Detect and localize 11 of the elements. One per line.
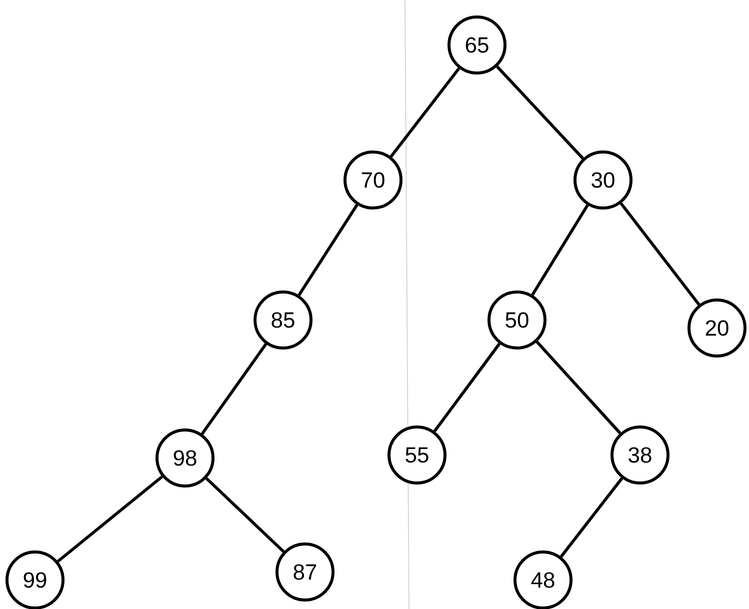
tree-edge — [298, 204, 358, 296]
tree-edge — [620, 202, 700, 306]
tree-edge — [531, 204, 589, 296]
tree-edge — [390, 67, 460, 158]
tree-edge — [433, 342, 501, 432]
tree-edge — [536, 340, 622, 434]
tree-edge — [56, 475, 164, 563]
tree-edge — [200, 343, 268, 435]
tree-edge — [205, 477, 285, 553]
tree-edge — [496, 66, 584, 160]
tree-edge — [560, 477, 624, 558]
